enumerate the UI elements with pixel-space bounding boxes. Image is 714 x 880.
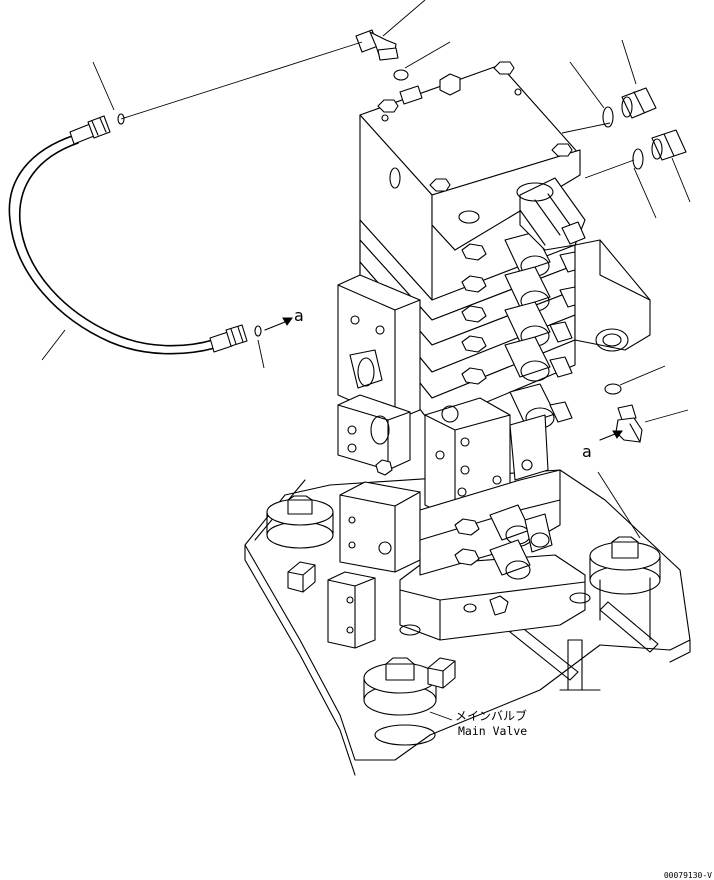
o-ring-plug-upper (602, 106, 614, 128)
valve-mounting-bracket (339, 481, 591, 641)
port-marker-label-left: a (294, 306, 304, 325)
spool-end-caps (504, 231, 583, 429)
stopper-blocks (287, 561, 456, 689)
o-ring-plug-lower (632, 148, 644, 170)
section-plugs (461, 243, 487, 385)
port-arrow-right (599, 430, 623, 441)
o-ring-hose-lower (254, 325, 262, 337)
drawing-id: 00079130-V (664, 871, 712, 880)
elbow-fitting-right (615, 404, 643, 443)
port-arrow-left (264, 317, 293, 331)
isolation-mount-right (589, 536, 661, 641)
hose-end-fitting-lower (209, 324, 248, 353)
port-plug-upper (621, 87, 657, 119)
hose-end-fitting-upper (69, 115, 111, 145)
component-name-jp: メインバルブ (455, 708, 527, 723)
main-relief-valve (516, 177, 586, 251)
port-marker-label-right: a (582, 442, 592, 461)
main-valve-body (337, 61, 651, 616)
hose-assembly (8, 115, 248, 355)
elbow-fitting-top (355, 29, 399, 61)
o-rings (117, 69, 644, 395)
component-name-en: Main Valve (458, 724, 527, 738)
o-ring-hose-upper (117, 113, 125, 125)
o-ring-elbow-right (604, 383, 622, 395)
o-ring-elbow-top (393, 69, 409, 81)
isolation-mount-left (266, 495, 334, 549)
port-plug-lower (651, 129, 687, 161)
isolation-mount-front (363, 657, 437, 746)
cover-bolts (375, 61, 573, 616)
leader-lines (41, 0, 691, 721)
